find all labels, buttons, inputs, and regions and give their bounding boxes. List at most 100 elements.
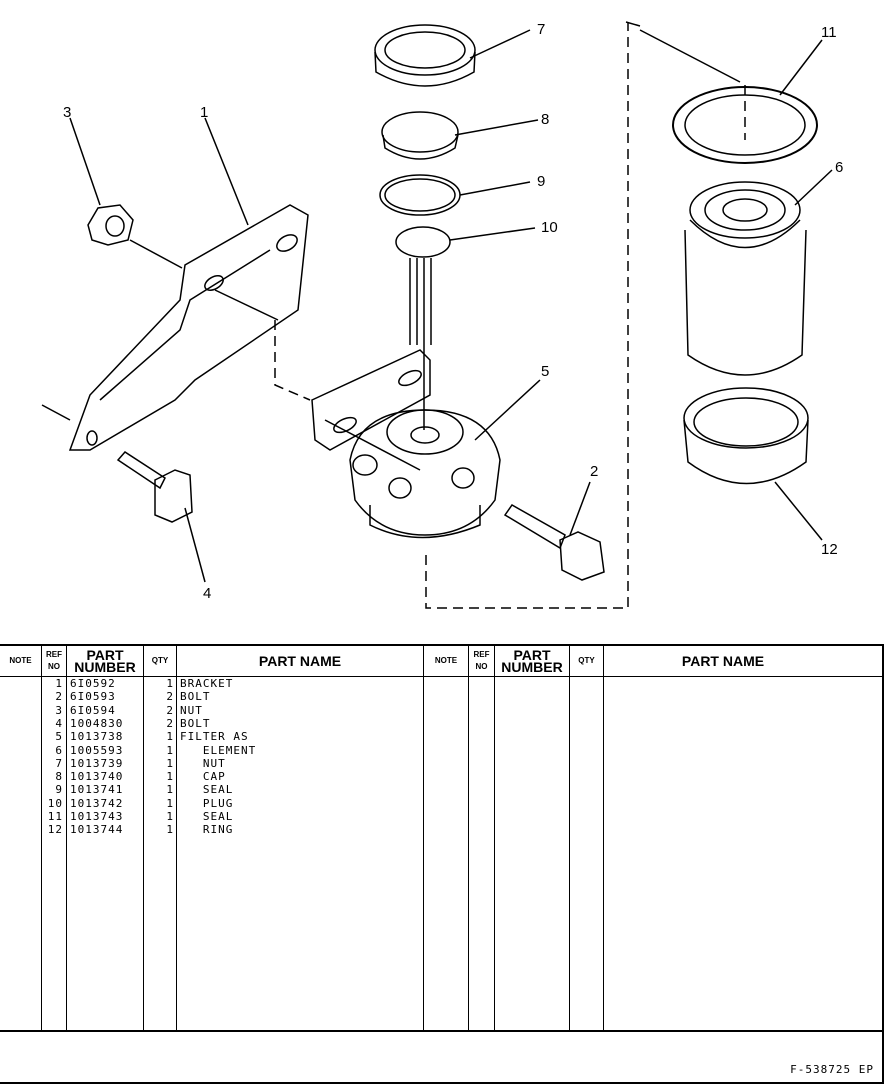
table-row: 3 6I0594 2 NUT xyxy=(0,704,420,717)
part-number-cell: 6I0593 xyxy=(70,690,116,704)
header-qty: QTY xyxy=(151,656,169,665)
part-number-cell: 6I0592 xyxy=(70,677,116,690)
table-row: 11 1013743 1 SEAL xyxy=(0,810,420,823)
header-part-name-right: PART NAME xyxy=(681,653,765,669)
part-number-cell: 1013740 xyxy=(70,770,124,784)
seal-part-9 xyxy=(379,174,461,216)
part-name-cell: BRACKET xyxy=(180,677,234,690)
part-number-cell: 1013742 xyxy=(70,796,124,810)
column-divider xyxy=(423,646,424,1031)
part-name-cell: NUT xyxy=(180,756,226,770)
column-divider xyxy=(176,646,177,1031)
part-number-cell: 1004830 xyxy=(70,716,124,730)
part-name-cell: BOLT xyxy=(180,690,211,704)
qty-cell: 1 xyxy=(166,810,174,823)
column-divider xyxy=(468,646,469,1031)
ref-no-cell: 9 xyxy=(55,783,63,797)
part-number-cell: 1013738 xyxy=(70,730,124,744)
callout-6: 6 xyxy=(835,159,843,176)
bolt-part-4 xyxy=(116,451,193,523)
leader-lines xyxy=(41,21,833,583)
part-name-cell: CAP xyxy=(180,770,226,784)
ref-no-cell: 2 xyxy=(55,690,63,704)
qty-cell: 1 xyxy=(166,823,174,837)
column-divider xyxy=(603,646,604,1031)
callout-8: 8 xyxy=(541,111,549,128)
ref-no-cell: 11 xyxy=(47,810,63,823)
ring-part xyxy=(683,387,809,485)
header-divider xyxy=(0,676,882,677)
column-divider xyxy=(569,646,570,1031)
part-name-cell: SEAL xyxy=(180,783,234,797)
callout-5: 5 xyxy=(541,363,549,380)
qty-cell: 1 xyxy=(166,743,174,757)
callout-3: 3 xyxy=(63,104,71,121)
part-name-cell: SEAL xyxy=(180,810,234,823)
table-bottom-divider xyxy=(0,1030,882,1032)
ref-no-cell: 6 xyxy=(55,743,63,757)
document-id: F-538725 EP xyxy=(790,1063,874,1076)
table-row: 2 6I0593 2 BOLT xyxy=(0,690,420,703)
header-note-right: NOTE xyxy=(434,656,458,665)
column-divider xyxy=(41,646,42,1031)
table-row: 8 1013740 1 CAP xyxy=(0,770,420,783)
ref-no-cell: 7 xyxy=(55,756,63,770)
part-name-cell: PLUG xyxy=(180,796,234,810)
part-number-cell: 1013743 xyxy=(70,810,124,823)
plug-part xyxy=(395,226,451,345)
qty-cell: 1 xyxy=(166,756,174,770)
callout-1: 1 xyxy=(200,104,208,121)
ref-no-cell: 1 xyxy=(55,677,63,690)
ref-no-cell: 5 xyxy=(55,730,63,744)
header-ref-no: REF NO xyxy=(46,650,62,671)
nut-ring-part xyxy=(374,24,476,87)
ref-no-cell: 4 xyxy=(55,716,63,730)
table-row: 10 1013742 1 PLUG xyxy=(0,797,420,810)
header-part-number-right: PART NUMBER xyxy=(501,647,563,675)
qty-cell: 1 xyxy=(166,730,174,744)
part-name-cell: NUT xyxy=(180,703,203,717)
ref-no-cell: 3 xyxy=(55,703,63,717)
header-part-name: PART NAME xyxy=(258,653,342,669)
callout-10: 10 xyxy=(541,219,558,236)
column-divider xyxy=(143,646,144,1031)
qty-cell: 1 xyxy=(166,796,174,810)
cap-part xyxy=(381,111,459,160)
nut-part xyxy=(87,204,134,246)
qty-cell: 1 xyxy=(166,783,174,797)
ref-no-cell: 10 xyxy=(47,796,63,810)
qty-cell: 1 xyxy=(166,770,174,784)
header-note: NOTE xyxy=(9,656,32,665)
callout-11: 11 xyxy=(821,24,837,41)
assembly-lines xyxy=(274,22,746,609)
callout-12: 12 xyxy=(821,541,838,558)
part-name-cell: BOLT xyxy=(180,716,211,730)
header-ref-no-right: REF NO xyxy=(473,650,490,671)
callout-7: 7 xyxy=(537,21,545,38)
parts-list-table: NOTE REF NO PART NUMBER QTY PART NAME NO… xyxy=(0,644,884,1084)
bolt-part-2 xyxy=(503,504,605,581)
qty-cell: 2 xyxy=(166,703,174,717)
part-number-cell: 6I0594 xyxy=(70,703,116,717)
table-row: 7 1013739 1 NUT xyxy=(0,757,420,770)
header-qty-right: QTY xyxy=(578,656,595,665)
column-divider xyxy=(66,646,67,1031)
part-number-cell: 1013739 xyxy=(70,756,124,770)
table-row: 9 1013741 1 SEAL xyxy=(0,783,420,796)
part-number-cell: 1013744 xyxy=(70,823,124,837)
callout-2: 2 xyxy=(590,463,598,480)
callout-4: 4 xyxy=(203,585,211,602)
part-name-cell: RING xyxy=(180,823,234,837)
qty-cell: 2 xyxy=(166,690,174,704)
part-name-cell: FILTER AS xyxy=(180,730,249,744)
part-number-cell: 1013741 xyxy=(70,783,124,797)
callout-9: 9 xyxy=(537,173,545,190)
column-divider xyxy=(494,646,495,1031)
part-name-cell: ELEMENT xyxy=(180,743,257,757)
ref-no-cell: 8 xyxy=(55,770,63,784)
filter-base-part xyxy=(311,349,501,539)
